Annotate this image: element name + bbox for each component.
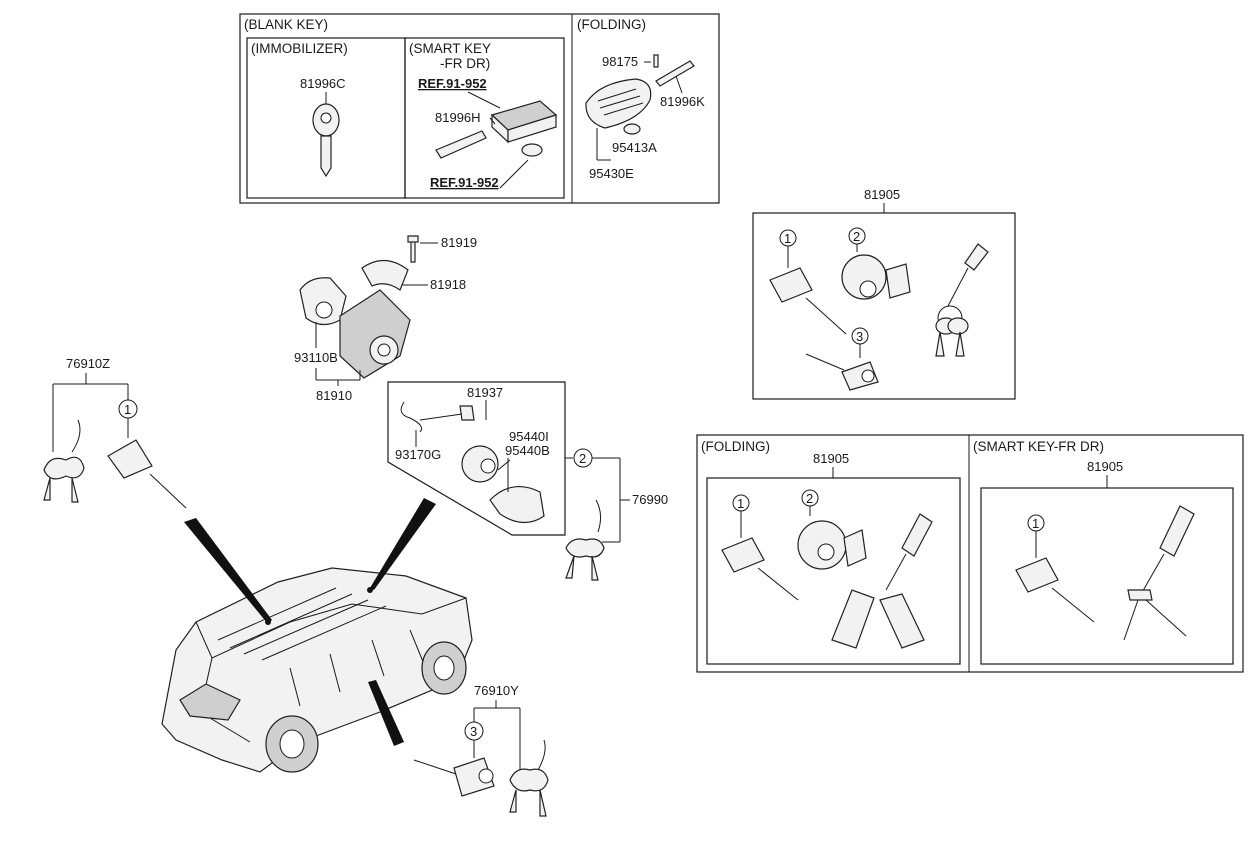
- folding-key-assembly: 98175 81996K 95413A 95430E: [585, 54, 705, 181]
- immobilizer-key-81996c: 81996C: [300, 76, 346, 178]
- part-label-81905-b: 81905: [813, 451, 849, 466]
- tailgate-lock-icon-b: [453, 757, 495, 797]
- tailgate-keys-icon: [509, 768, 549, 792]
- part-label-81996h: 81996H: [435, 110, 481, 125]
- smart-key-assembly: REF.91-952 81996H REF.91-952: [418, 76, 558, 190]
- folding-blade-icon: [655, 60, 695, 87]
- lock-ring-icon: [489, 485, 545, 524]
- callout-2-c: 2: [579, 451, 586, 466]
- folding-fob-icon-b: [831, 589, 875, 649]
- part-label-81937: 81937: [467, 385, 503, 400]
- callout-2: 2: [853, 229, 860, 244]
- fob-battery-icon: [623, 123, 641, 135]
- callout-3-b: 3: [470, 724, 477, 739]
- callout-1: 1: [784, 231, 791, 246]
- bracket-icon: [361, 259, 409, 291]
- part-label-98175: 98175: [602, 54, 638, 69]
- tailgate-lock-icon: [841, 361, 879, 391]
- door-lock-cylinder-icon-d: [107, 439, 153, 479]
- folding-fob-icon: [585, 78, 652, 129]
- spare-keys-icon: [565, 538, 605, 558]
- folding-bottom-header: (FOLDING): [701, 439, 770, 454]
- door-lock-set-76910z: 76910Z 1: [43, 356, 187, 509]
- door-lock-cylinder-icon-c: [1015, 557, 1059, 593]
- immobilizer-header: (IMMOBILIZER): [251, 41, 348, 56]
- part-label-81905-c: 81905: [1087, 459, 1123, 474]
- screw-icon: [407, 235, 419, 263]
- part-label-81910: 81910: [316, 388, 352, 403]
- part-label-95440b: 95440B: [505, 443, 550, 458]
- callout-2-b: 2: [806, 491, 813, 506]
- smart-key-fr-dr-header: (SMART KEY-FR DR): [973, 439, 1104, 454]
- smart-key-header-1: (SMART KEY: [409, 41, 491, 56]
- ref-label-upper: REF.91-952: [418, 76, 487, 91]
- pointer-wedge-tailgate: [368, 680, 404, 746]
- door-lock-cylinder-icon: [769, 267, 813, 303]
- part-label-95413a: 95413A: [612, 140, 657, 155]
- callout-1-b: 1: [737, 496, 744, 511]
- blank-key-header: (BLANK KEY): [244, 17, 328, 32]
- callout-3: 3: [856, 329, 863, 344]
- part-label-95440i: 95440I: [509, 429, 549, 444]
- part-label-76990: 76990: [632, 492, 668, 507]
- coin-battery-icon: [521, 143, 543, 157]
- blank-key-panel: (BLANK KEY) (FOLDING) (IMMOBILIZER) (SMA…: [239, 13, 720, 204]
- connector-icon: [459, 405, 475, 421]
- callout-1-c: 1: [1032, 516, 1039, 531]
- vehicle-illustration: [161, 567, 473, 773]
- folding-fob-icon-c: [879, 593, 925, 649]
- part-label-81905-a: 81905: [864, 187, 900, 202]
- lock-set-variants-panel: (FOLDING) (SMART KEY-FR DR) 81905 1 2 81…: [696, 434, 1244, 673]
- key-blade-icon: [320, 135, 332, 178]
- smart-emergency-key-icon: [1127, 589, 1153, 601]
- ignition-assembly-81910: 81919 81918 93110B 81910: [294, 235, 477, 403]
- smart-key-header-2: -FR DR): [440, 56, 490, 71]
- part-label-76910y: 76910Y: [474, 683, 519, 698]
- ref-label-lower: REF.91-952: [430, 175, 499, 190]
- door-lock-cylinder-icon-b: [721, 537, 765, 573]
- tailgate-lock-set-76910y: 76910Y 3: [413, 683, 549, 817]
- key-tag-icon-b: [901, 513, 933, 557]
- part-label-81918: 81918: [430, 277, 466, 292]
- harness-icon: [400, 401, 423, 433]
- part-label-76910z: 76910Z: [66, 356, 110, 371]
- part-label-81996c: 81996C: [300, 76, 346, 91]
- emergency-key-icon: [435, 130, 487, 159]
- callout-1-d: 1: [124, 402, 131, 417]
- smart-key-tag-icon: [1159, 505, 1195, 557]
- part-label-81919: 81919: [441, 235, 477, 250]
- lock-set-81905-panel: 81905 1 2 3: [752, 187, 1016, 400]
- door-keys-icon: [43, 456, 85, 480]
- part-label-93170g: 93170G: [395, 447, 441, 462]
- immobilizer-sub-panel: 81937 93170G 95440I 95440B 2 76990: [387, 381, 668, 581]
- part-label-81996k: 81996K: [660, 94, 705, 109]
- lock-body-icon: [299, 277, 347, 326]
- steering-lock-icon: [339, 289, 411, 379]
- key-tag-icon: [964, 243, 989, 271]
- vehicle-body: [161, 567, 473, 773]
- pointer-wedge-door: [184, 518, 272, 624]
- part-label-93110b: 93110B: [294, 350, 338, 365]
- part-label-95430e: 95430E: [589, 166, 634, 181]
- pointer-wedge-ignition: [370, 498, 436, 590]
- folding-top-header: (FOLDING): [577, 17, 646, 32]
